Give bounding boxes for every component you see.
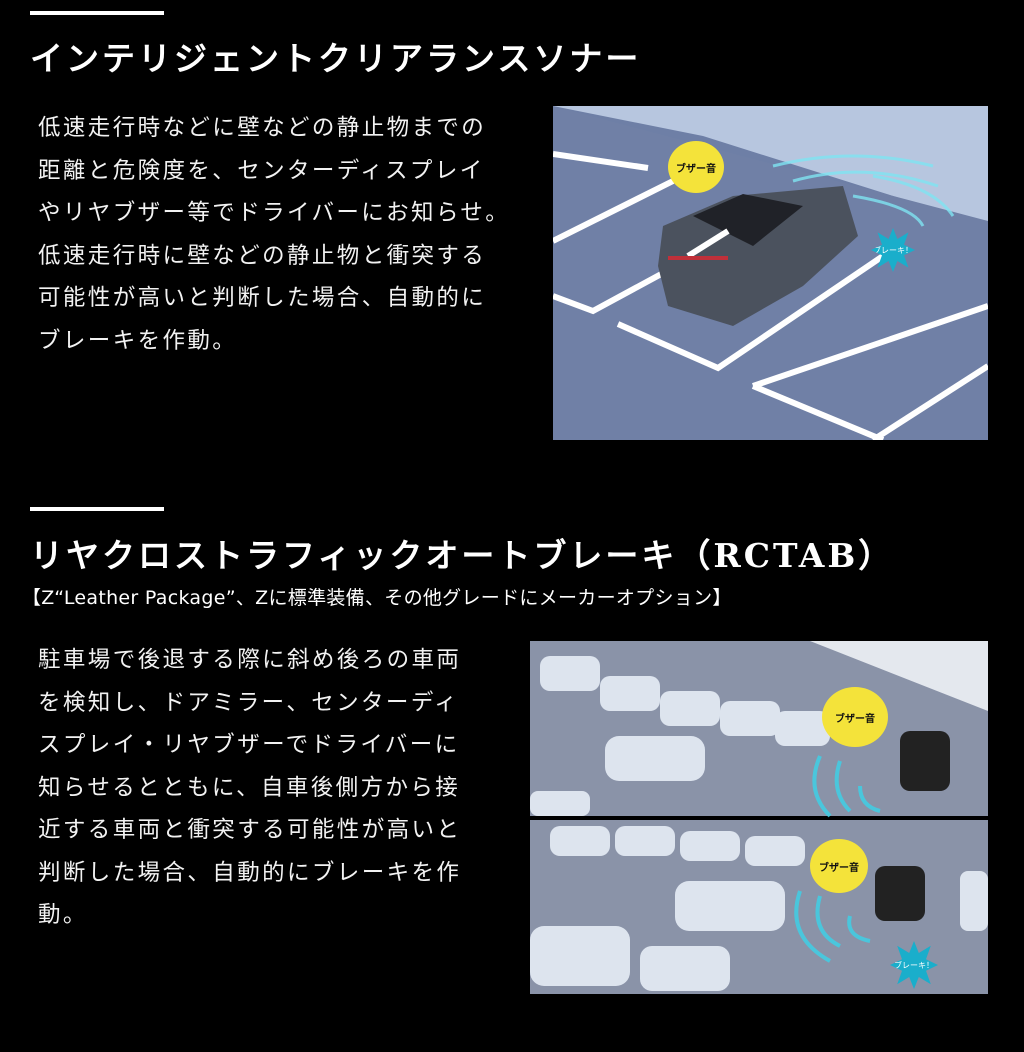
text-line: 判断した場合、自動的にブレーキを作 [38,859,462,886]
text-line: 近する車両と衝突する可能性が高いと [38,817,462,843]
section-title-rctab: リヤクロストラフィックオートブレーキ（RCTAB） [30,536,895,575]
text-line: 駐車場で後退する際に斜め後ろの車両 [38,647,462,673]
text-line: やリヤブザー等でドライバーにお知らせ。 [38,200,511,226]
availability-note: 【Z“Leather Package”、Zに標準装備、その他グレードにメーカーオ… [22,587,732,609]
section-title-clearance-sonar: インテリジェントクリアランスソナー [30,39,642,78]
text-line: 可能性が高いと判断した場合、自動的に [38,285,487,311]
text-line: 動。 [38,902,88,928]
section-divider [30,507,164,511]
buzzer-callout: ブザー音 [668,141,724,193]
rctab-illustration: ブザー音 ブザー音 ブレーキ！ [530,641,988,994]
buzzer-callout-top: ブザー音 [822,687,888,747]
text-line: スプレイ・リヤブザーでドライバーに [38,732,460,758]
text-line: 知らせるとともに、自車後側方から接 [38,774,461,801]
section-divider [30,11,164,15]
buzzer-callout-bottom: ブザー音 [810,839,868,893]
text-line: 低速走行時などに壁などの静止物までの [38,115,487,141]
text-line: 低速走行時に壁などの静止物と衝突する [38,242,487,269]
clearance-sonar-illustration: ブザー音 ブレーキ！ [553,106,988,440]
parking-scene [553,106,988,440]
text-line: を検知し、ドアミラー、センターディ [38,689,460,716]
parking-lot-scene [530,641,988,994]
text-line: 距離と危険度を、センターディスプレイ [38,157,485,184]
section-description: 低速走行時などに壁などの静止物までの 距離と危険度を、センターディスプレイ やリ… [38,107,510,362]
section-description: 駐車場で後退する際に斜め後ろの車両 を検知し、ドアミラー、センターディ スプレイ… [38,639,508,937]
text-line: ブレーキを作動。 [38,327,238,354]
